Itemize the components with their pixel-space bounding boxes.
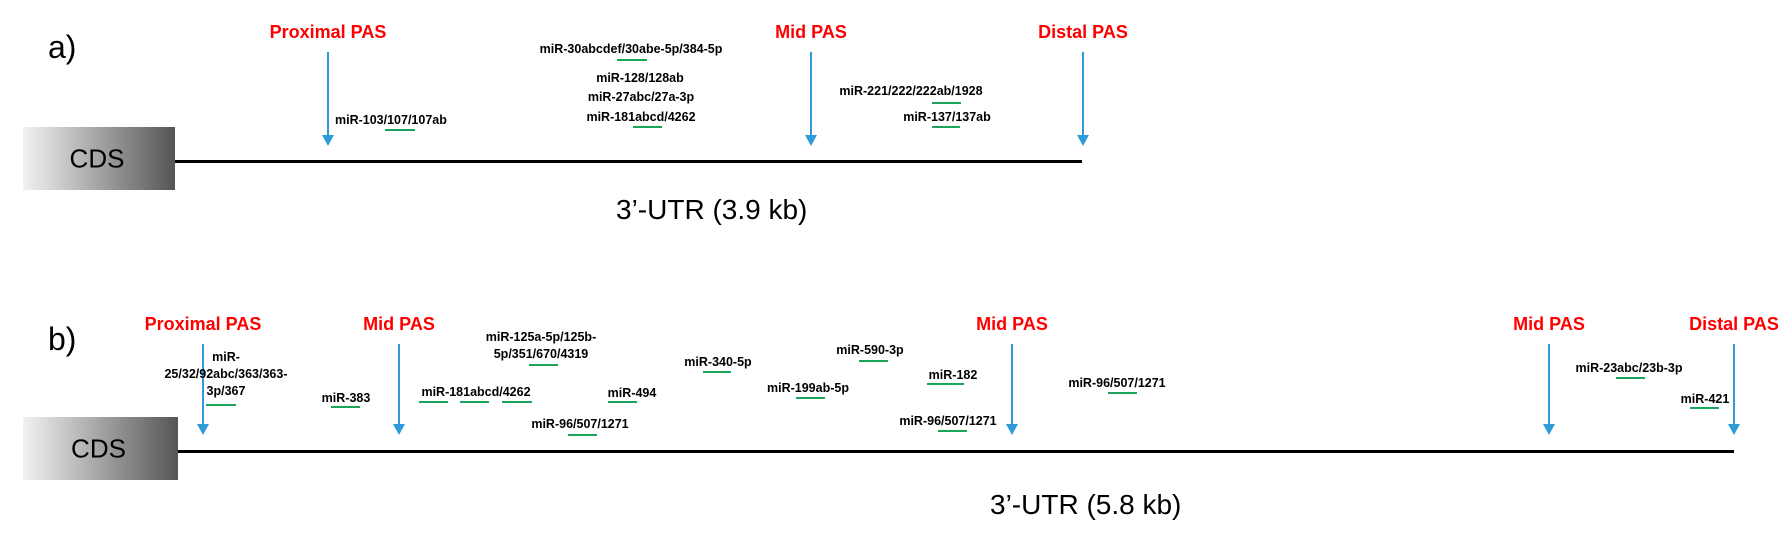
mirna-label: miR-590-3p — [836, 343, 904, 357]
mirna-label: 3p/367 — [207, 384, 246, 398]
mirna-label: miR-30abcdef/30abe-5p/384-5p — [540, 42, 723, 56]
mirna-label: miR-221/222/222ab/1928 — [839, 84, 982, 98]
mirna-label: miR-137/137ab — [903, 110, 991, 124]
mirna-label: 25/32/92abc/363/363- — [164, 367, 287, 381]
pas-arrow-head — [1728, 424, 1740, 435]
pas-label: Mid PAS — [775, 22, 847, 42]
panel-label: b) — [48, 321, 76, 357]
mirna-label: miR-494 — [608, 386, 657, 400]
pas-label: Mid PAS — [363, 314, 435, 334]
mirna-label: miR-181abcd/4262 — [421, 385, 530, 399]
pas-arrow-head — [1077, 135, 1089, 146]
mirna-label: miR-181abcd/4262 — [586, 110, 695, 124]
pas-arrow-head — [1006, 424, 1018, 435]
cds-label: CDS — [71, 434, 126, 464]
mirna-label: miR-383 — [322, 391, 371, 405]
mirna-label: miR-125a-5p/125b- — [486, 330, 596, 344]
mirna-label: miR-199ab-5p — [767, 381, 849, 395]
pas-label: Distal PAS — [1689, 314, 1779, 334]
mirna-label: miR-27abc/27a-3p — [588, 90, 695, 104]
utr-length-label: 3’-UTR (3.9 kb) — [616, 194, 807, 225]
mirna-label: miR-23abc/23b-3p — [1576, 361, 1683, 375]
mirna-label: miR-182 — [929, 368, 978, 382]
pas-label: Distal PAS — [1038, 22, 1128, 42]
mirna-label: miR-96/507/1271 — [531, 417, 628, 431]
pas-label: Proximal PAS — [145, 314, 262, 334]
pas-arrow-head — [393, 424, 405, 435]
mirna-label: miR- — [212, 350, 240, 364]
mirna-label: miR-128/128ab — [596, 71, 684, 85]
panel-label: a) — [48, 29, 76, 65]
pas-arrow-head — [1543, 424, 1555, 435]
mirna-label: 5p/351/670/4319 — [494, 347, 589, 361]
mirna-label: miR-340-5p — [684, 355, 752, 369]
pas-arrow-head — [197, 424, 209, 435]
mirna-label: miR-96/507/1271 — [1068, 376, 1165, 390]
cds-box — [23, 127, 175, 190]
pas-arrow-head — [322, 135, 334, 146]
cds-box — [23, 417, 178, 480]
pas-label: Mid PAS — [1513, 314, 1585, 334]
cds-label: CDS — [70, 144, 125, 174]
pas-arrow-head — [805, 135, 817, 146]
pas-label: Mid PAS — [976, 314, 1048, 334]
mirna-label: miR-421 — [1681, 392, 1730, 406]
mirna-label: miR-103/107/107ab — [335, 113, 447, 127]
pas-label: Proximal PAS — [270, 22, 387, 42]
utr-length-label: 3’-UTR (5.8 kb) — [990, 489, 1181, 520]
mirna-label: miR-96/507/1271 — [899, 414, 996, 428]
